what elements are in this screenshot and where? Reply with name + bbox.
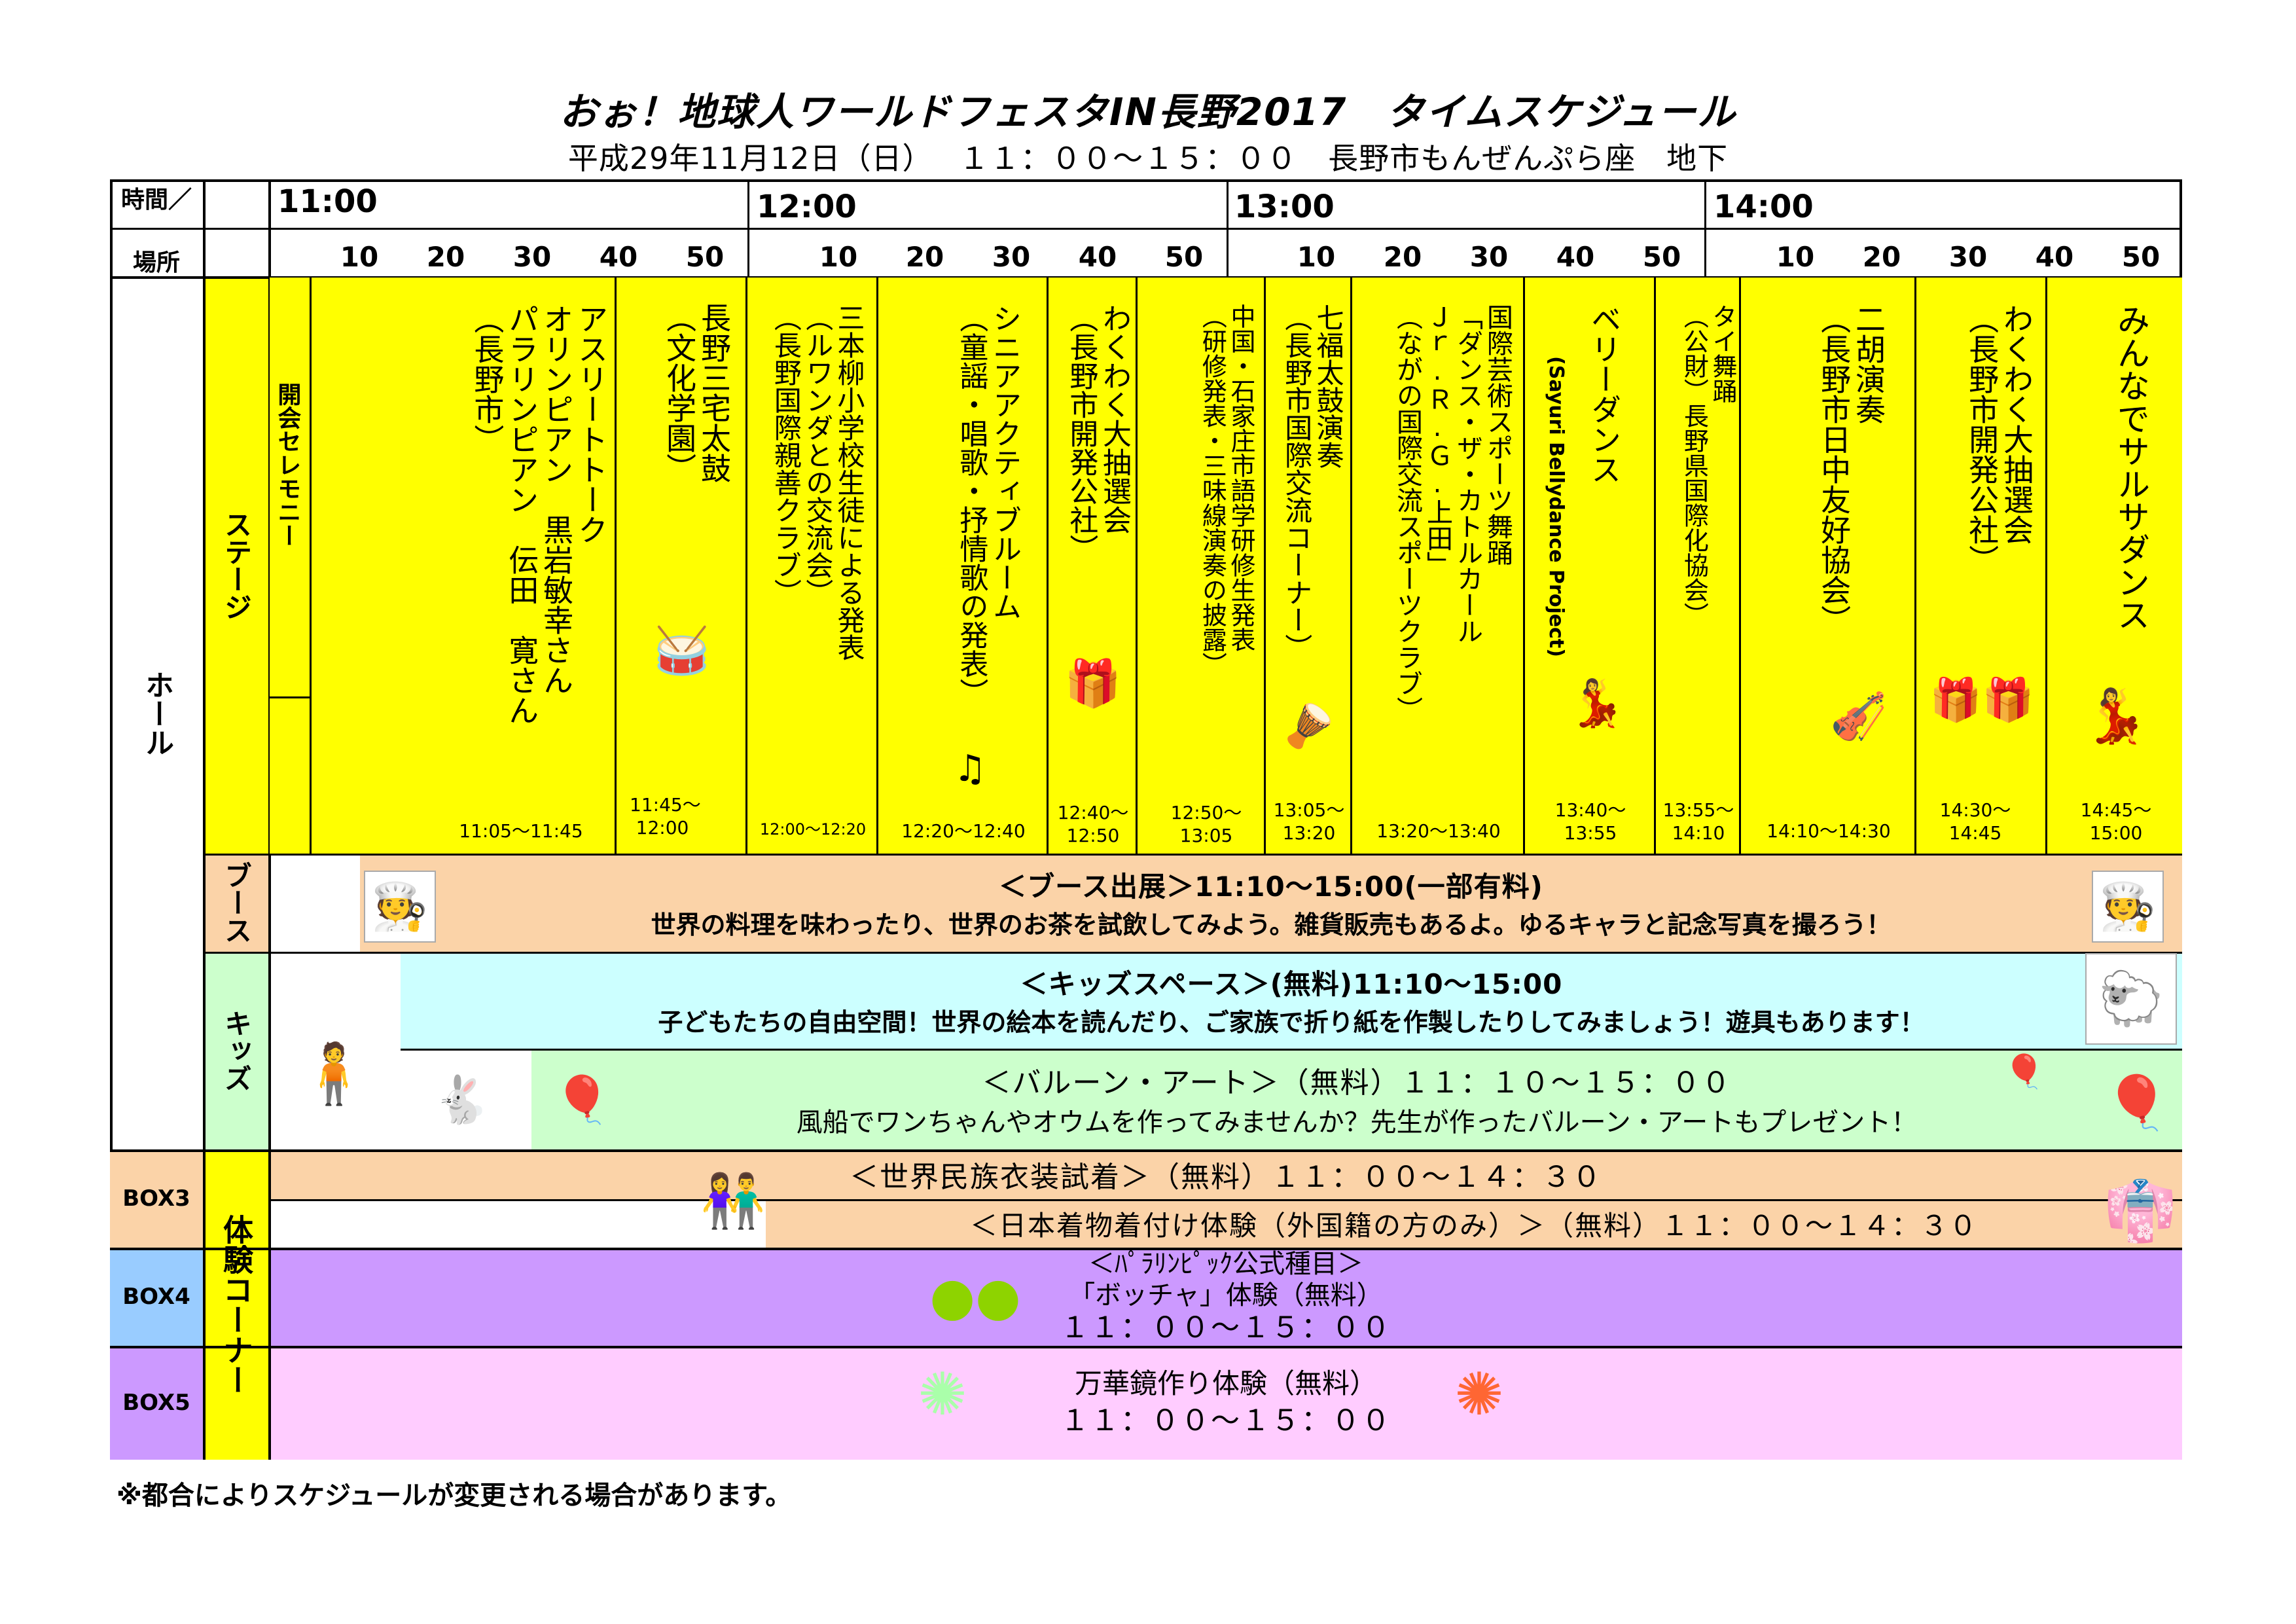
sheep-icon: 🐑 [2085,953,2177,1045]
costume-band: ＜世界民族衣装試着＞（無料）１１：００～１４：３０ [270,1149,2182,1199]
stage-event: 開会セレモニー [270,278,312,854]
page-subtitle: 平成29年11月12日（日） １１：００～１５：００ 長野市もんぜんぷら座 地下 [567,141,1729,176]
booth-title: ＜ブース出展＞11:10～15:00(一部有料) [999,871,1543,903]
place-label: 場所 [132,249,180,276]
stage-event: 中国・石家庄市語学研修生発表 （研修発表・三味線演奏の披露） 12:50～ 13… [1138,278,1266,854]
music-notes-icon: ♫ [953,747,987,790]
waiter-figure-icon: 🧑‍🍳 [2092,871,2164,943]
minute-label: 50 [1642,241,1681,273]
page-title: おぉ！地球人ワールドフェスタIN長野2017 タイムスケジュール [559,90,1737,134]
hour-14: 14:00 [1713,189,1814,225]
boccia-line1: ＜ﾊﾟﾗﾘﾝﾋﾟｯｸ公式種目＞ [1088,1248,1363,1279]
kaleido-line2: １１：００～１５：００ [1060,1403,1391,1437]
stage-event: タイ舞踊 （公財）長野県国際化協会） 13:55～ 14:10 [1656,278,1741,854]
taiko-illustration-icon: 🥁 [653,623,711,677]
experience-label: 体験コーナー [219,1214,254,1395]
hall-label: ホール [140,670,173,757]
footnote: ※都合によりスケジュールが変更される場合があります。 [117,1481,792,1511]
minute-label: 50 [2121,241,2161,273]
kids-label-bg [204,952,270,1149]
kaleido-line1: 万華鏡作り体験（無料） [1074,1367,1377,1400]
minute-label: 10 [340,241,379,273]
minute-label: 30 [1469,241,1509,273]
kaleidoscope-pattern-icon: ✺ [918,1360,967,1429]
box3-label-bg [110,1149,204,1248]
costume-text: ＜世界民族衣装試着＞（無料）１１：００～１４：３０ [850,1161,1602,1194]
minute-label: 20 [905,241,944,273]
balloon-animal-icon: 🎈 [2003,1052,2045,1091]
minute-label: 10 [1776,241,1815,273]
stage-label-bg [204,278,270,854]
stage-event: わくわく大抽選会 （長野市開発公社） 🎁🎁 14:30～ 14:45 [1916,278,2047,854]
stage-event: ベリーダンス (Sayuri Bellydance Project) 💃 13:… [1525,278,1656,854]
kaleido-band: 万華鏡作り体験（無料） １１：００～１５：００ [270,1346,2182,1460]
kimono-text: ＜日本着物着付け体験（外国籍の方のみ）＞（無料）１１：００～１４：３０ [969,1209,1978,1242]
kaleidoscope-pattern-icon: ✺ [1454,1360,1504,1429]
kimono-band: ＜日本着物着付け体験（外国籍の方のみ）＞（無料）１１：００～１４：３０ [766,1199,2182,1248]
box4-label-bg [110,1248,204,1346]
chef-figure-icon: 🧑‍🍳 [364,871,436,943]
balloon-hearts-icon: 🎈 [554,1072,611,1127]
box3-label: BOX3 [122,1185,190,1212]
booth-label-bg [204,854,270,952]
box5-label: BOX5 [122,1390,190,1416]
booth-label: ブース [220,861,253,944]
salsa-dancers-icon: 💃 [2083,685,2149,746]
stage-label: ステージ [220,511,253,621]
minute-label: 40 [1556,241,1595,273]
stage-event: 三本柳小学校生徒による発表 （ルワンダとの交流会） （長野国際親善クラブ） 12… [747,278,878,854]
minute-label: 10 [819,241,858,273]
stage-event: 七福太鼓演奏 （長野市国際交流コーナー） 🪘 13:05～ 13:20 [1266,278,1352,854]
stage-event: 長野三宅太鼓 （文化学園） 🥁 11:45～ 12:00 [617,278,747,854]
hour-12: 12:00 [757,189,857,225]
kids-title: ＜キッズスペース＞(無料)11:10～15:00 [1020,968,1563,1000]
erhu-player-icon: 🎻 [1830,689,1888,743]
experience-label-bg [204,1149,270,1460]
stage-event: アスリートトーク オリンピアン 黒岩敏幸さん パラリンピアン 伝田 寛さん （長… [312,278,617,854]
kids-label: キッズ [220,1009,253,1092]
balloon-desc: 風船でワンちゃんやオウムを作ってみませんか？先生が作ったバルーン・アートもプレゼ… [796,1108,1918,1138]
minute-label: 40 [2035,241,2074,273]
minute-label: 30 [512,241,552,273]
kimono-figure-icon: 👘 [2103,1176,2178,1246]
stage-event: わくわく大抽選会 （長野市開発公社） 🎁 12:40～ 12:50 [1049,278,1138,854]
drum-icon: 🪘 [1282,702,1335,751]
box4-label: BOX4 [122,1284,190,1310]
gift-boxes-icon: 🎁🎁 [1929,676,2034,725]
box5-label-bg [110,1346,204,1460]
balloon-title: ＜バルーン・アート＞（無料）１１：１０～１５：００ [982,1066,1732,1100]
stage-event: シニアアクティブルーム （童謡・唱歌・抒情歌の発表） ♫ 12:20～12:40 [878,278,1049,854]
hour-13: 13:00 [1234,189,1335,225]
stage-event: 国際芸術スポーツ舞踊 「ダンス・ザ・カトルカール Ｊｒ.Ｒ.Ｇ.上田」 （ながの… [1352,278,1525,854]
balloons-icon: 🎈 [2104,1072,2170,1133]
kids-space-band: ＜キッズスペース＞(無料)11:10～15:00 子どもたちの自由空間！世界の絵… [401,952,2182,1049]
minute-label: 40 [1078,241,1117,273]
time-label: 時間／ [120,187,192,213]
minute-label: 50 [1164,241,1204,273]
booth-desc: 世界の料理を味わったり、世界のお茶を試飲してみよう。雑貨販売もあるよ。ゆるキャラ… [651,911,1892,939]
minute-label: 20 [1383,241,1422,273]
minute-label: 10 [1297,241,1336,273]
boccia-ball-icon: ●● [929,1265,1021,1327]
boccia-band: ＜ﾊﾟﾗﾘﾝﾋﾟｯｸ公式種目＞ 「ボッチャ」体験（無料） １１：００～１５：００ [270,1248,2182,1346]
minute-label: 30 [992,241,1031,273]
character-icon: 🐇 [433,1072,490,1127]
gift-box-icon: 🎁 [1064,656,1122,710]
booth-band: ＜ブース出展＞11:10～15:00(一部有料) 世界の料理を味わったり、世界の… [360,854,2182,952]
folk-costume-couple-icon: 👫 [700,1170,766,1231]
belly-dancer-icon: 💃 [1568,676,1626,730]
boccia-line3: １１：００～１５：００ [1060,1310,1391,1344]
minute-label: 40 [599,241,638,273]
mascot-icon: 🧍 [296,1039,371,1108]
kids-desc: 子どもたちの自由空間！世界の絵本を読んだり、ご家族で折り紙を作製したりしてみまし… [658,1008,1925,1037]
stage-event: みんなでサルサダンス 💃 14:45～ 15:00 [2047,278,2182,854]
boccia-line2: 「ボッチャ」体験（無料） [1069,1280,1383,1310]
balloon-band: ＜バルーン・アート＞（無料）１１：１０～１５：００ 風船でワンちゃんやオウムを作… [531,1049,2182,1149]
minute-label: 20 [426,241,465,273]
minute-label: 20 [1862,241,1901,273]
minute-label: 50 [685,241,725,273]
stage-event: 二胡演奏 （長野市日中友好協会） 🎻 14:10～14:30 [1741,278,1916,854]
hour-11: 11:00 [278,183,378,220]
minute-label: 30 [1948,241,1988,273]
